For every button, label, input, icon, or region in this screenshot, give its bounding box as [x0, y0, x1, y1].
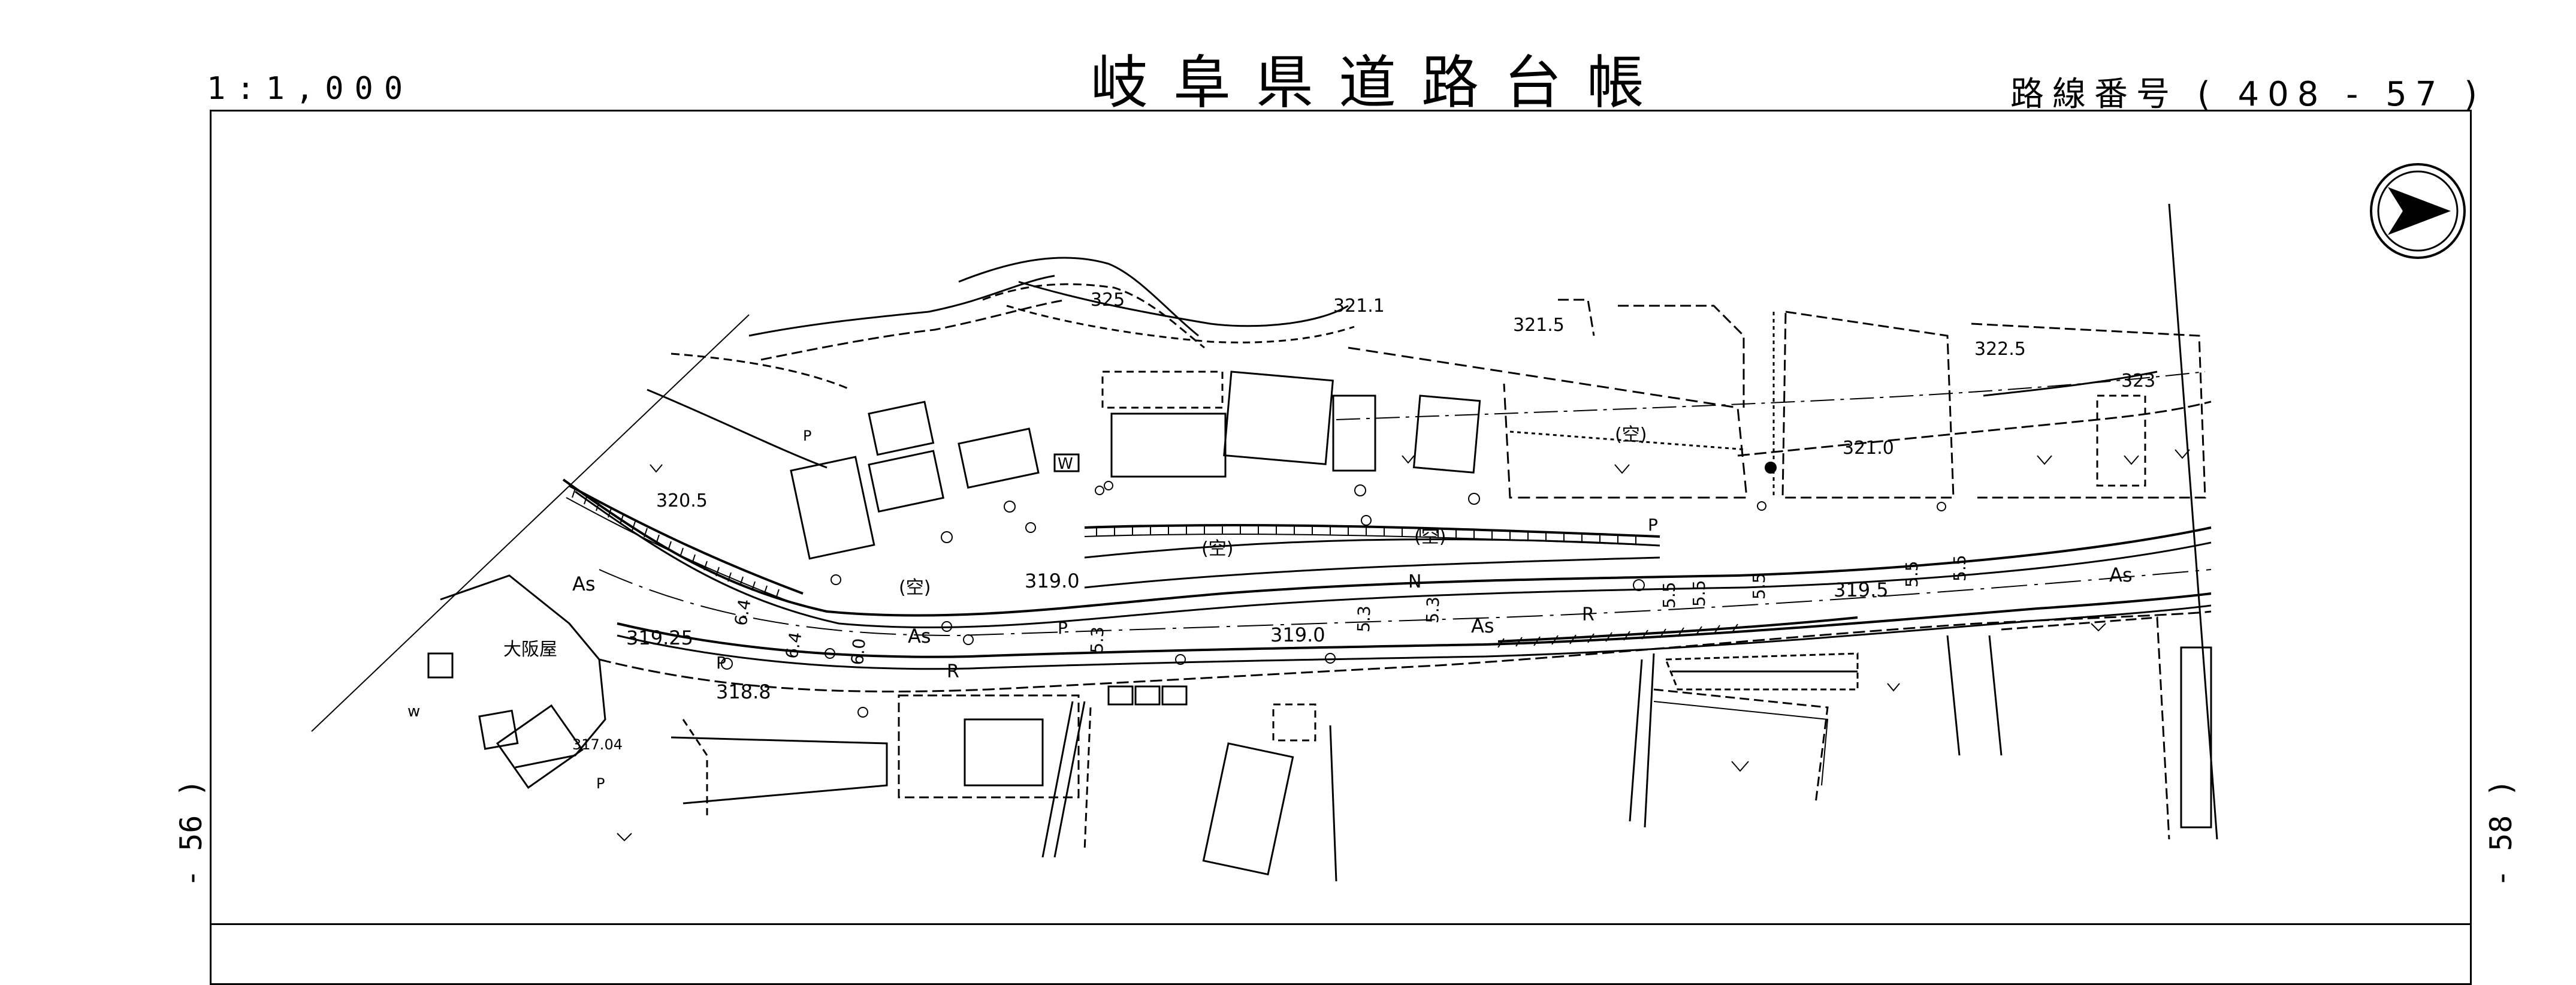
surface-label: As: [908, 625, 931, 647]
road-mark: R: [1582, 604, 1594, 625]
width-label: 5.3: [1354, 606, 1375, 633]
vacant-lot-label: (空): [1201, 538, 1233, 559]
route-value: ( 408 - 57 ): [2197, 75, 2486, 114]
width-label: 5.5: [1689, 580, 1709, 607]
route-number: 路線番号 ( 408 - 57 ): [2010, 67, 2486, 116]
elevation-label: 321.5: [1513, 315, 1565, 336]
width-label: 5.3: [1087, 626, 1108, 654]
map-symbol: P: [716, 653, 726, 673]
map-symbol: w: [407, 703, 420, 721]
width-label: 5.5: [1902, 561, 1922, 588]
surface-label: As: [572, 573, 596, 595]
elevation-label: 317.04: [572, 736, 623, 753]
elevation-label: 323: [2121, 370, 2155, 391]
elevation-label: 319.25: [626, 626, 693, 649]
width-label: 5.5: [1950, 555, 1970, 582]
elevation-label: 319.5: [1834, 579, 1889, 601]
markers: [721, 462, 1946, 718]
map-symbol: P: [1058, 618, 1068, 638]
width-label: 6.0: [847, 637, 869, 665]
width-label: 6.4: [730, 598, 754, 628]
vacant-lot-label: (空): [1615, 424, 1647, 445]
north-arrow-icon: [2370, 163, 2466, 259]
route-label: 路線番号: [2010, 75, 2178, 114]
width-label: 5.5: [1749, 573, 1769, 600]
elevation-label: 321.1: [1333, 296, 1385, 317]
vacant-lot-label: (空): [899, 577, 931, 598]
surface-label: As: [1471, 615, 1494, 637]
map-symbol: P: [1648, 515, 1658, 535]
elevation-label: 319.0: [1270, 623, 1325, 646]
vacant-lot-label: (空): [1414, 526, 1446, 547]
map-symbol: P: [803, 427, 811, 444]
retaining-wall: [566, 484, 804, 606]
map-symbol: P: [596, 775, 605, 792]
width-label: 5.5: [1659, 582, 1679, 609]
right-road-curbs: [1497, 616, 1858, 648]
frame-lower-rule: [210, 923, 2472, 925]
road-ledger-map: 325 321.1 321.5 322.5 323 321.0 320.5 31…: [311, 163, 2466, 882]
elevation-label: 318.8: [716, 680, 771, 703]
elevation-label: 322.5: [1974, 339, 2026, 360]
map-symbol: W: [1058, 455, 1073, 473]
road-mark: R: [947, 661, 959, 682]
main-road: [562, 478, 2212, 692]
page-title: 岐阜県道路台帳: [1091, 49, 1669, 116]
building-name: 大阪屋: [503, 639, 557, 660]
elevation-label: 319.0: [1025, 570, 1080, 592]
surface-label: As: [2109, 564, 2133, 586]
width-label: 5.3: [1423, 597, 1443, 624]
elevation-label: 325: [1091, 290, 1125, 311]
elevation-label: 320.5: [656, 490, 708, 511]
scale-label: 1:1,000: [207, 71, 414, 107]
width-label: 6.4: [781, 631, 805, 661]
road-mark: N: [1408, 571, 1421, 592]
elevation-label: 321.0: [1843, 438, 1894, 459]
